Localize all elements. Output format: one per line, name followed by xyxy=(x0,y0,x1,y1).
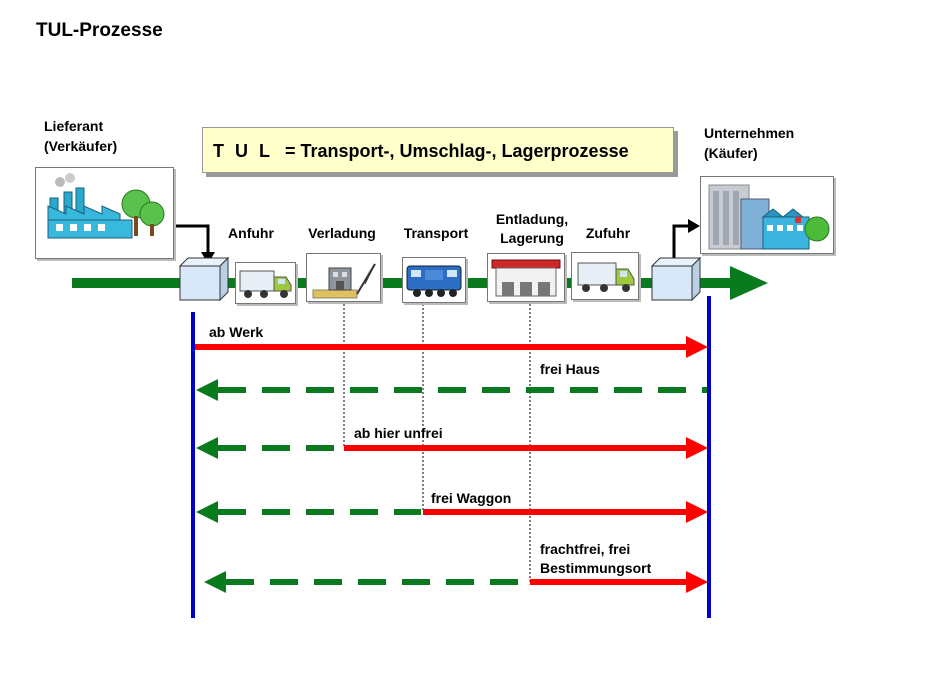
term-label-frei-haus: frei Haus xyxy=(540,361,600,377)
end-box xyxy=(650,256,702,302)
locomotive-icon xyxy=(402,257,466,303)
tul-definition: = Transport-, Umschlag-, Lagerprozesse xyxy=(285,141,629,161)
step-label-anfuhr: Anfuhr xyxy=(228,225,274,241)
term-label-frei-waggon: frei Waggon xyxy=(431,490,512,506)
step-label-verladung: Verladung xyxy=(308,225,376,241)
step-label-zufuhr: Zufuhr xyxy=(585,225,631,241)
buyer-cost-arrow-head xyxy=(196,501,218,523)
buyer-connector xyxy=(672,224,690,262)
term-row-ab-werk xyxy=(195,336,708,358)
seller-cost-arrow-head xyxy=(686,437,708,459)
tul-definition-box: T U L = Transport-, Umschlag-, Lagerproze… xyxy=(202,127,674,173)
tul-abbreviation: T U L xyxy=(213,141,273,161)
term-row-frei-waggon xyxy=(196,501,708,523)
truck-icon xyxy=(571,252,639,300)
step-label-transport: Transport xyxy=(403,225,469,241)
buyer-role: (Käufer) xyxy=(704,145,758,161)
seller-cost-arrow-head xyxy=(686,501,708,523)
supplier-factory-icon xyxy=(35,167,174,259)
warehouse-icon xyxy=(487,253,565,302)
buyer-cost-arrow-head xyxy=(196,379,218,401)
supplier-name: Lieferant xyxy=(44,118,104,134)
buyer-connector-arrow xyxy=(688,219,700,233)
term-row-ab-hier-unfrei xyxy=(196,437,708,459)
buyer-cost-arrow-head xyxy=(196,437,218,459)
crane-warehouse-icon xyxy=(306,253,381,302)
start-box xyxy=(178,256,230,302)
supplier-connector xyxy=(172,224,210,254)
supplier-label: Lieferant (Verkäufer) xyxy=(44,116,117,156)
term-label-frachtfrei: frachtfrei, frei Bestimmungsort xyxy=(540,540,651,578)
seller-cost-arrow-head xyxy=(686,336,708,358)
buyer-company-icon xyxy=(700,176,834,254)
term-label-ab-hier-unfrei: ab hier unfrei xyxy=(354,425,443,441)
truck-icon xyxy=(235,262,296,304)
term-label-frachtfrei-line1: frachtfrei, frei xyxy=(540,541,631,557)
step-label-entladung-line1: Entladung, xyxy=(495,211,569,227)
buyer-cost-arrow-head xyxy=(204,571,226,593)
step-label-entladung: Entladung, Lagerung xyxy=(486,210,578,248)
step-label-entladung-line2: Lagerung xyxy=(500,230,564,246)
page-title: TUL-Prozesse xyxy=(36,20,163,41)
supplier-role: (Verkäufer) xyxy=(44,138,118,154)
seller-cost-arrow-head xyxy=(686,571,708,593)
term-row-frachtfrei xyxy=(204,571,708,593)
term-label-ab-werk: ab Werk xyxy=(209,324,264,340)
term-label-frachtfrei-line2: Bestimmungsort xyxy=(540,560,652,576)
process-arrow-head xyxy=(730,266,768,300)
term-row-frei-haus xyxy=(196,379,707,401)
buyer-name: Unternehmen xyxy=(704,125,795,141)
buyer-label: Unternehmen (Käufer) xyxy=(704,123,794,163)
